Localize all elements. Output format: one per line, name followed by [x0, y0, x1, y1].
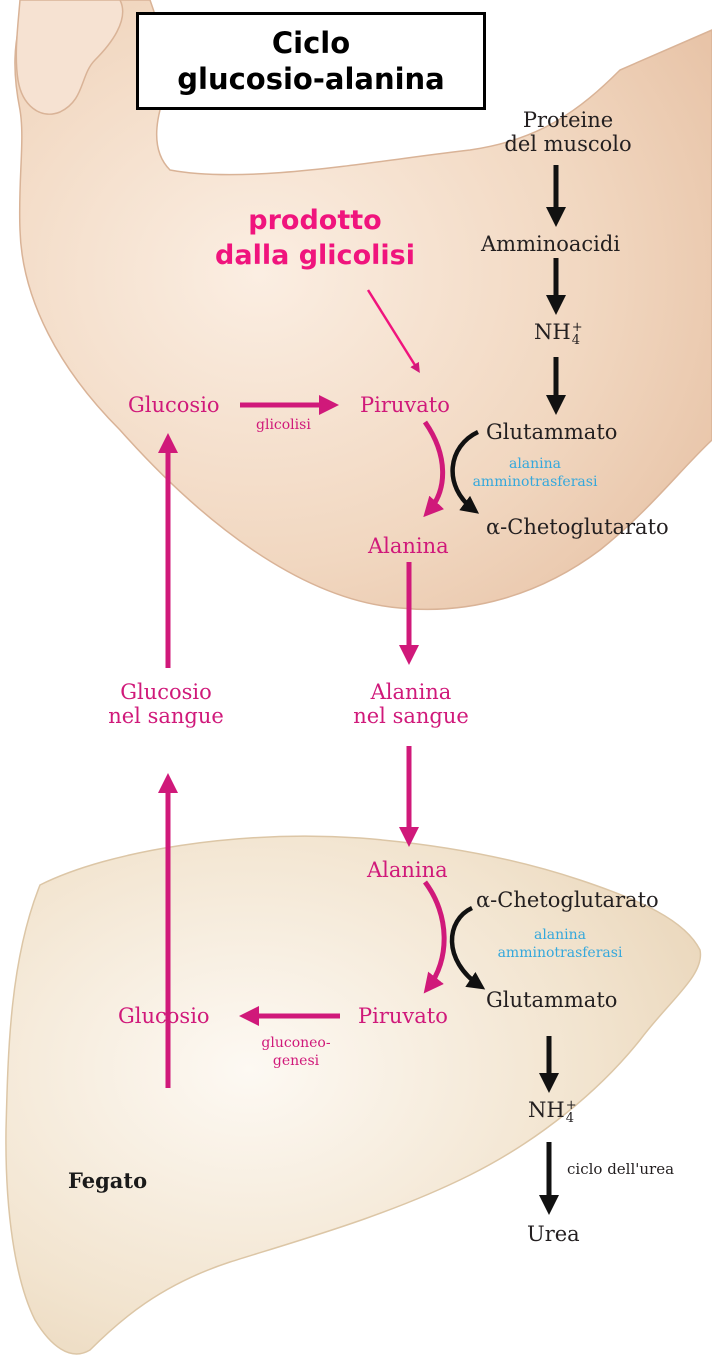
enzyme-muscle-line-2: amminotrasferasi: [473, 473, 598, 491]
nh4-liver-sup: +: [566, 1099, 577, 1112]
label-nh4-muscle: NH+4: [534, 320, 583, 347]
alanina-sangue-line-2: nel sangue: [353, 704, 469, 728]
nh4-base: NH: [534, 320, 571, 344]
label-nh4-liver: NH+4: [528, 1098, 577, 1125]
label-glucosio-liver: Glucosio: [118, 1004, 210, 1028]
label-urea: Urea: [527, 1222, 580, 1246]
title-line-2: glucosio-alanina: [177, 61, 445, 97]
glucosio-sangue-line-1: Glucosio: [108, 680, 224, 704]
enzyme-muscle-line-1: alanina: [473, 455, 598, 473]
callout-text: prodotto dalla glicolisi: [150, 203, 480, 273]
gluconeogenesi-line-2: genesi: [261, 1052, 330, 1070]
label-alanina-muscle: Alanina: [368, 534, 449, 558]
enzyme-liver-line-1: alanina: [498, 926, 623, 944]
label-chetoglutarato-liver: α-Chetoglutarato: [476, 888, 659, 912]
label-amminoacidi: Amminoacidi: [481, 232, 620, 256]
liver-shape: [6, 836, 701, 1354]
nh4-sub: 4: [572, 334, 583, 347]
label-piruvato-liver: Piruvato: [358, 1004, 448, 1028]
callout-line-1: prodotto: [150, 203, 480, 238]
glucosio-sangue-line-2: nel sangue: [108, 704, 224, 728]
label-alanina-liver: Alanina: [367, 858, 448, 882]
label-fegato: Fegato: [68, 1168, 147, 1193]
label-glicolisi: glicolisi: [256, 416, 311, 434]
label-chetoglutarato-muscle: α-Chetoglutarato: [486, 515, 669, 539]
label-gluconeogenesi: gluconeo- genesi: [261, 1034, 330, 1070]
label-glucosio-sangue: Glucosio nel sangue: [108, 680, 224, 728]
gluconeogenesi-line-1: gluconeo-: [261, 1034, 330, 1052]
alanina-sangue-line-1: Alanina: [353, 680, 469, 704]
label-enzyme-liver: alanina amminotrasferasi: [498, 926, 623, 962]
title-line-1: Ciclo: [272, 25, 350, 61]
label-proteine-line-2: del muscolo: [504, 132, 631, 156]
label-glutammato-liver: Glutammato: [486, 988, 617, 1012]
callout-line-2: dalla glicolisi: [150, 238, 480, 273]
nh4-sup: +: [572, 321, 583, 334]
label-ciclo-urea: ciclo dell'urea: [567, 1157, 674, 1181]
label-glutammato-muscle: Glutammato: [486, 420, 617, 444]
label-proteine-line-1: Proteine: [504, 108, 631, 132]
nh4-liver-base: NH: [528, 1098, 565, 1122]
label-alanina-sangue: Alanina nel sangue: [353, 680, 469, 728]
label-enzyme-muscle: alanina amminotrasferasi: [473, 455, 598, 491]
label-piruvato-muscle: Piruvato: [360, 393, 450, 417]
label-proteine: Proteine del muscolo: [504, 108, 631, 156]
enzyme-liver-line-2: amminotrasferasi: [498, 944, 623, 962]
label-glucosio-muscle: Glucosio: [128, 393, 220, 417]
nh4-liver-sub: 4: [566, 1112, 577, 1125]
title-box: Ciclo glucosio-alanina: [136, 12, 486, 110]
